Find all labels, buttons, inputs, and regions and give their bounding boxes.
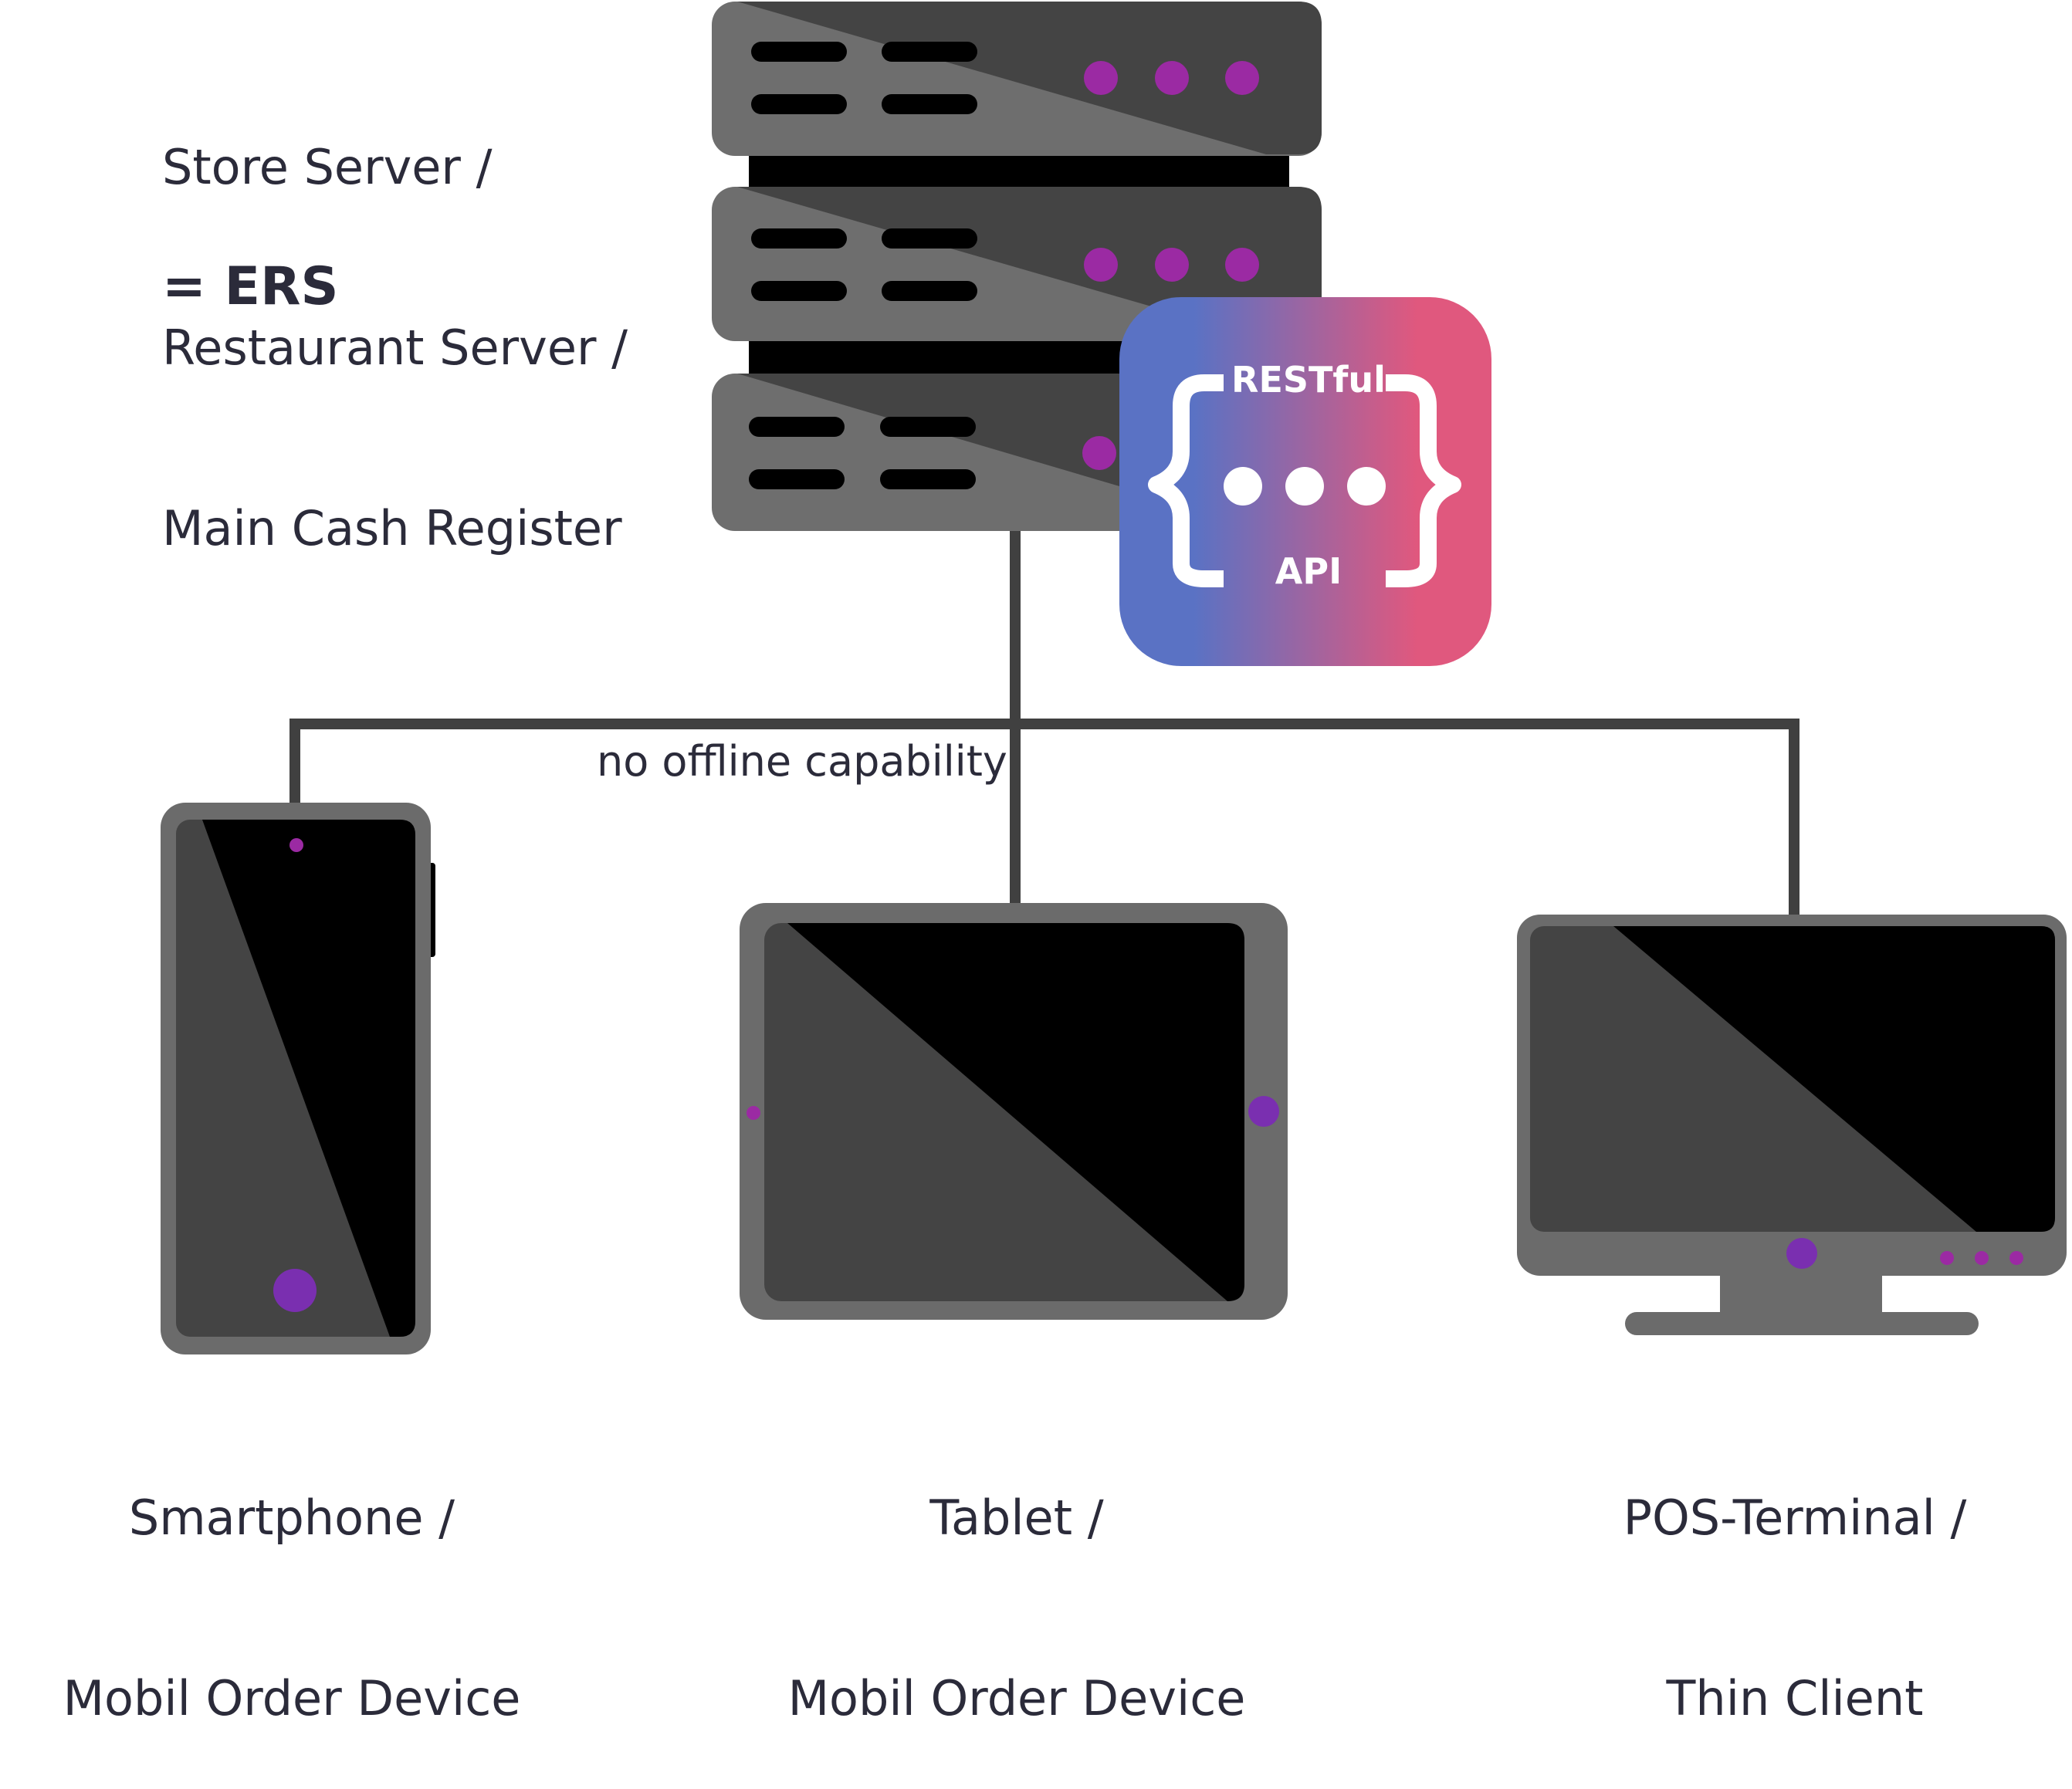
tablet-label: Tablet / Mobil Order Device: [669, 1368, 1364, 1789]
server-label-line-1: Store Server /: [162, 139, 493, 195]
ers-label: = ERS: [162, 256, 339, 317]
server-label-line-3: Main Cash Register: [162, 500, 622, 556]
tablet-label-line-2: Mobil Order Device: [787, 1670, 1246, 1726]
api-badge-bottom-label: API: [1275, 550, 1342, 592]
pos-terminal-label: POS-Terminal / Thin Client: [1447, 1368, 2072, 1789]
smartphone-label-line-2: Mobil Order Device: [63, 1670, 521, 1726]
restful-api-icon: [1119, 297, 1491, 666]
server-label-line-2: Restaurant Server /: [162, 320, 628, 376]
tablet-icon: [740, 903, 1288, 1320]
server-unit-1: [712, 2, 1322, 156]
pos-terminal-label-line-2: Thin Client: [1666, 1670, 1924, 1726]
architecture-diagram: [161, 2, 2067, 1354]
connection-lines: [289, 531, 1799, 918]
smartphone-label-line-1: Smartphone /: [128, 1490, 455, 1546]
smartphone-label: Smartphone / Mobil Order Device: [0, 1368, 639, 1789]
connection-label: no offline capability: [597, 737, 1007, 786]
pos-terminal-icon: [1517, 915, 2067, 1335]
api-badge-top-label: RESTful: [1231, 359, 1386, 401]
server-label: Store Server / Restaurant Server / Main …: [162, 17, 628, 619]
smartphone-icon: [161, 803, 435, 1354]
pos-terminal-label-line-1: POS-Terminal /: [1623, 1490, 1967, 1546]
tablet-label-line-1: Tablet /: [929, 1490, 1104, 1546]
